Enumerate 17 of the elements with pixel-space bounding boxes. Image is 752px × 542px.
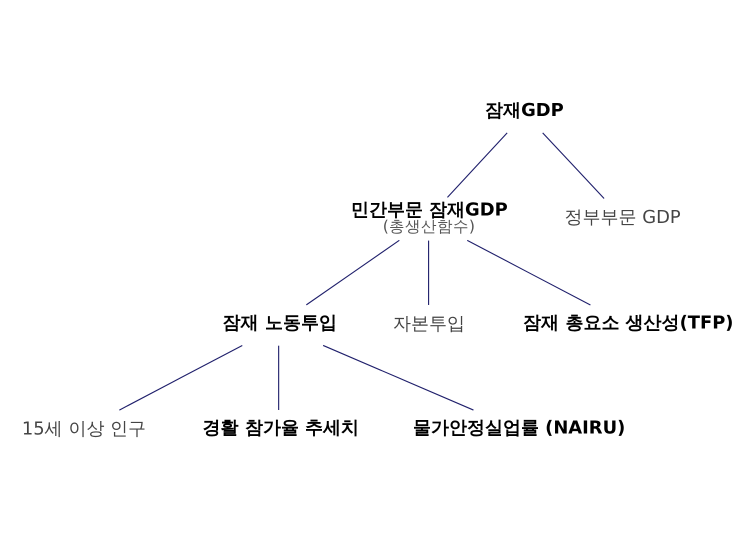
connector	[542, 132, 604, 198]
connector	[322, 344, 474, 410]
connector	[447, 132, 508, 198]
connector	[278, 345, 280, 410]
node-text: 잠재GDP	[485, 99, 564, 120]
node-text: 민간부문 잠재GDP (총생산함수)	[350, 198, 508, 235]
node-text: 잠재 총요소 생산성(TFP)	[523, 312, 734, 333]
node-text: 경활 참가율 추세치	[202, 417, 360, 438]
node-text: 잠재 노동투입	[222, 312, 337, 333]
node-text: 정부부문 GDP	[564, 206, 681, 228]
connector	[306, 239, 400, 305]
connector	[428, 240, 430, 304]
node-text: 15세 이상 인구	[22, 418, 146, 440]
connector	[119, 344, 243, 410]
connector	[466, 239, 591, 306]
node-text: 물가안정실업률 (NAIRU)	[412, 417, 626, 438]
node-text: 자본투입	[392, 312, 465, 334]
